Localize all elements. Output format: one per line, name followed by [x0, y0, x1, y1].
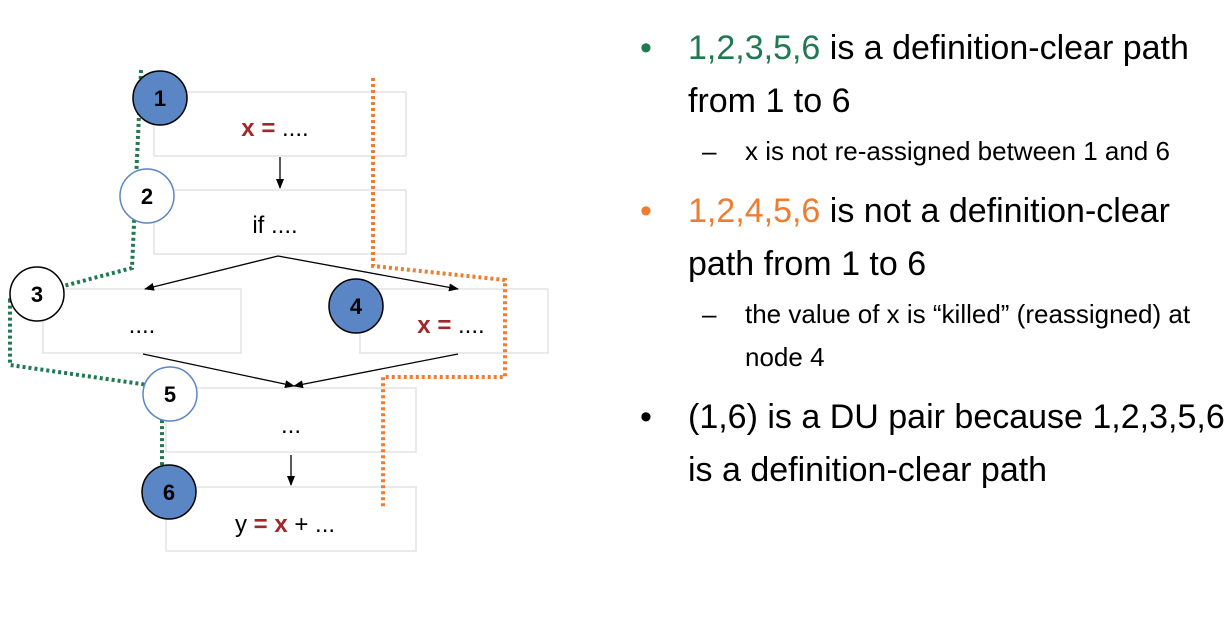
node-label-6: y = x + ... [235, 511, 335, 538]
path-orange-1-2-4-5-6 [371, 78, 507, 508]
node-label-3: .... [129, 312, 156, 339]
bullet-marker-3: • [640, 398, 652, 436]
bullet-1-text: is a definition-clear path from 1 to 6 [688, 29, 1189, 120]
svg-text:2: 2 [141, 184, 153, 209]
bullet-2: • 1,2,4,5,6 is not a definition-clear pa… [640, 185, 1230, 291]
bullet-3: • (1,6) is a DU pair because 1,2,3,5,6 i… [640, 391, 1230, 497]
node-label-2: if .... [252, 212, 297, 239]
node-box-3 [42, 288, 242, 354]
bullet-2-highlight: 1,2,4,5,6 [688, 192, 821, 230]
svg-text:4: 4 [350, 294, 363, 319]
bullet-1-highlight: 1,2,3,5,6 [688, 29, 821, 67]
node-box-6 [165, 486, 417, 552]
bullet-3-text: (1,6) is a DU pair because 1,2,3,5,6 is … [688, 398, 1225, 489]
bullet-1: • 1,2,3,5,6 is a definition-clear path f… [640, 22, 1230, 128]
sub-bullet-marker-2: – [702, 299, 717, 329]
node-circle-3: 3 [9, 266, 65, 322]
node-box-2 [153, 189, 407, 255]
edge-4-5 [293, 353, 459, 389]
edge-2-4 [277, 255, 459, 292]
bullet-list: • 1,2,3,5,6 is a definition-clear path f… [640, 22, 1230, 497]
node-circle-5: 5 [142, 366, 198, 422]
node-label-1: x = .... [241, 115, 308, 142]
sub-bullet-1: – x is not re-assigned between 1 and 6 [640, 130, 1230, 173]
sub-bullet-1-text: x is not re-assigned between 1 and 6 [745, 136, 1170, 166]
node-circle-6: 6 [141, 464, 197, 520]
node-box-1 [153, 91, 407, 157]
svg-text:1: 1 [154, 86, 166, 111]
svg-text:3: 3 [31, 282, 43, 307]
node-circle-4: 4 [328, 278, 384, 334]
bullet-marker-1: • [640, 29, 652, 67]
path-green-1-2-3-5-6 [8, 69, 164, 475]
edge-3-5 [142, 353, 295, 389]
node-label-4: x = .... [417, 312, 484, 339]
sub-bullet-marker-1: – [702, 136, 717, 166]
node-circle-2: 2 [119, 168, 175, 224]
svg-text:6: 6 [163, 480, 175, 505]
sub-bullet-2: – the value of x is “killed” (reassigned… [640, 293, 1230, 379]
sub-bullet-2-text: the value of x is “killed” (reassigned) … [745, 299, 1191, 372]
node-box-5 [165, 387, 417, 453]
edge-2-3 [144, 255, 279, 291]
bullet-2-text: is not a definition-clear path from 1 to… [688, 192, 1170, 283]
control-flow-graph: x = .... if .... .... x = .... ... y = x… [8, 69, 549, 552]
bullet-marker-2: • [640, 192, 652, 230]
node-box-4 [359, 288, 549, 354]
node-label-5: ... [281, 412, 301, 439]
node-circle-1: 1 [132, 70, 188, 126]
svg-text:5: 5 [164, 382, 176, 407]
